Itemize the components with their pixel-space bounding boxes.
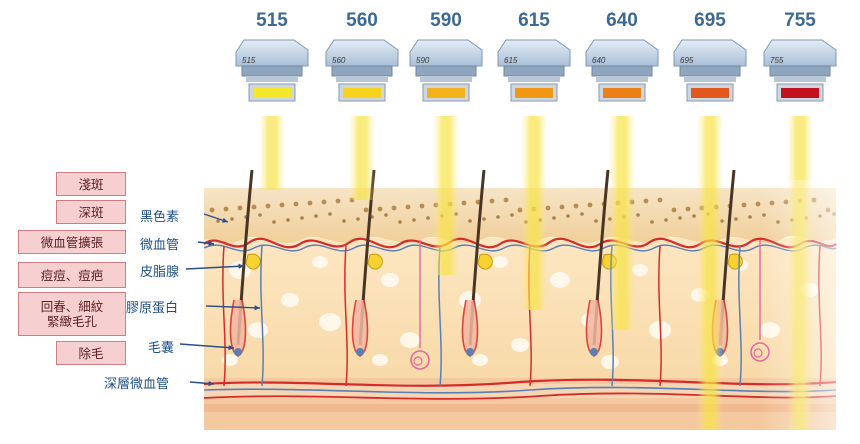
condition-light-spots: 淺斑 — [56, 172, 126, 196]
handpiece-chip-label: 615 — [504, 56, 518, 65]
handpiece-chip-label: 695 — [680, 56, 694, 65]
condition-telangiectasia: 微血管擴張 — [18, 230, 126, 254]
condition-rejuvenation: 回春、細紋 緊緻毛孔 — [18, 292, 126, 336]
label-deep-capillary: 深層微血管 — [104, 377, 170, 392]
condition-hair-removal: 除毛 — [56, 341, 126, 365]
wavelength-label-3: 615 — [518, 10, 550, 31]
handpiece-615: 615 — [497, 39, 571, 102]
wavelength-label-0: 515 — [256, 10, 288, 31]
handpiece-chip-label: 755 — [770, 56, 784, 65]
handpiece-chip-label: 640 — [592, 56, 606, 65]
label-melanin: 黑色素 — [140, 210, 180, 225]
wavelength-label-4: 640 — [606, 10, 638, 31]
handpiece-590: 590 — [409, 39, 483, 102]
handpiece-chip-label: 515 — [242, 56, 256, 65]
handpiece-chip-label: 590 — [416, 56, 430, 65]
label-capillary: 微血管 — [140, 238, 180, 253]
handpiece-chip-label: 560 — [332, 56, 346, 65]
epidermis-layer — [204, 188, 836, 243]
layer-pointer-arrows — [179, 213, 261, 387]
handpiece-515: 515 — [235, 39, 309, 102]
condition-dark-spots: 深斑 — [56, 200, 126, 224]
wavelength-label-5: 695 — [694, 10, 726, 31]
label-sebaceous-gland: 皮脂腺 — [140, 265, 180, 280]
handpiece-640: 640 — [585, 39, 659, 102]
handpiece-560: 560 — [325, 39, 399, 102]
handpiece-695: 695 — [673, 39, 747, 102]
handpiece-755: 755 — [763, 39, 837, 102]
filter-handpieces: 515 560 590 615 640 695 755 — [235, 39, 837, 102]
label-hair-follicle: 毛囊 — [148, 341, 175, 356]
label-collagen: 膠原蛋白 — [126, 301, 179, 316]
wavelength-label-1: 560 — [346, 10, 378, 31]
wavelength-label-2: 590 — [430, 10, 462, 31]
wavelength-label-6: 755 — [784, 10, 816, 31]
condition-acne-scars: 痘痘、痘疤 — [18, 262, 126, 288]
